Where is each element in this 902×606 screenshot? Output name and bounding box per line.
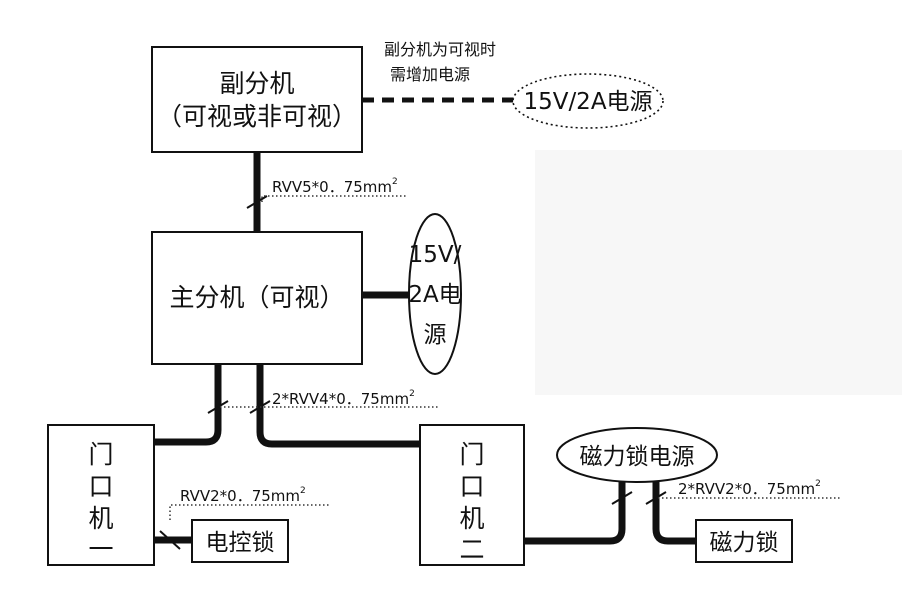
cable-tick — [611, 491, 633, 505]
cable-label-door1-to-lock: RVV2*0．75mm2 — [180, 486, 306, 505]
magnetic-lock-box — [695, 519, 793, 563]
maglock-power-label: 磁力锁电源 — [580, 444, 695, 470]
cable-tick — [645, 491, 667, 505]
sub-unit-sublabel: （可视或非可视） — [157, 102, 357, 131]
main-unit-box — [151, 231, 363, 365]
sub-unit-label: 副分机 — [219, 69, 294, 98]
main-power-label-line2: 2A电 — [408, 282, 461, 308]
wire-door2-to-maglock-power — [520, 478, 626, 545]
electric-lock-box — [191, 519, 289, 563]
cable-label-sup: 2 — [392, 177, 398, 187]
door-unit-2-box — [419, 424, 525, 566]
main-power-label-line3: 源 — [424, 322, 447, 348]
magnetic-lock-label: 磁力锁 — [710, 530, 779, 556]
cable-leader — [261, 195, 408, 202]
door-unit-1-box — [47, 424, 155, 566]
cable-label-sup: 2 — [815, 479, 821, 489]
cable-leader — [169, 504, 330, 520]
sub-power-note-line2: 需增加电源 — [390, 65, 470, 84]
door-unit-1-char: 一 — [88, 535, 113, 564]
door-unit-2-char: 机 — [459, 504, 484, 533]
main-power-ellipse — [408, 213, 462, 375]
sub-unit-box — [151, 46, 363, 153]
main-power-label-line1: 15V/ — [409, 242, 462, 268]
door-unit-1-char: 口 — [88, 472, 113, 501]
background-patch — [535, 150, 902, 395]
door-unit-1-char: 门 — [88, 440, 113, 469]
main-unit-label: 主分机（可视） — [169, 283, 344, 312]
cable-label-text: 2*RVV2*0．75mm — [678, 480, 815, 498]
maglock-power-ellipse — [556, 427, 718, 483]
cable-tick — [246, 195, 268, 209]
cable-label-sub-to-main: RVV5*0．75mm2 — [272, 177, 398, 196]
door-unit-2-char: 二 — [459, 535, 484, 564]
cable-label-text: RVV5*0．75mm — [272, 178, 392, 196]
door-unit-1-char: 机 — [88, 504, 113, 533]
sub-power-note-line1: 副分机为可视时 — [384, 40, 496, 59]
sub-power-label: 15V/2A电源 — [523, 89, 652, 115]
electric-lock-label: 电控锁 — [206, 530, 275, 556]
wire-main-to-door2 — [256, 360, 424, 448]
cable-label-sup: 2 — [409, 389, 415, 399]
wire-main-to-door1 — [150, 360, 222, 446]
cable-tick — [207, 400, 229, 414]
door-unit-2-char: 口 — [459, 472, 484, 501]
door-unit-2-char: 门 — [459, 440, 484, 469]
wire-maglock-power-to-lock — [652, 478, 700, 545]
cable-label-text: 2*RVV4*0．75mm — [272, 390, 409, 408]
cable-label-sup: 2 — [300, 486, 306, 496]
cable-label-maglock: 2*RVV2*0．75mm2 — [678, 479, 821, 498]
cable-tick — [159, 530, 181, 550]
sub-power-ellipse — [512, 73, 664, 129]
cable-label-text: RVV2*0．75mm — [180, 487, 300, 505]
cable-label-main-to-doors: 2*RVV4*0．75mm2 — [272, 389, 415, 408]
